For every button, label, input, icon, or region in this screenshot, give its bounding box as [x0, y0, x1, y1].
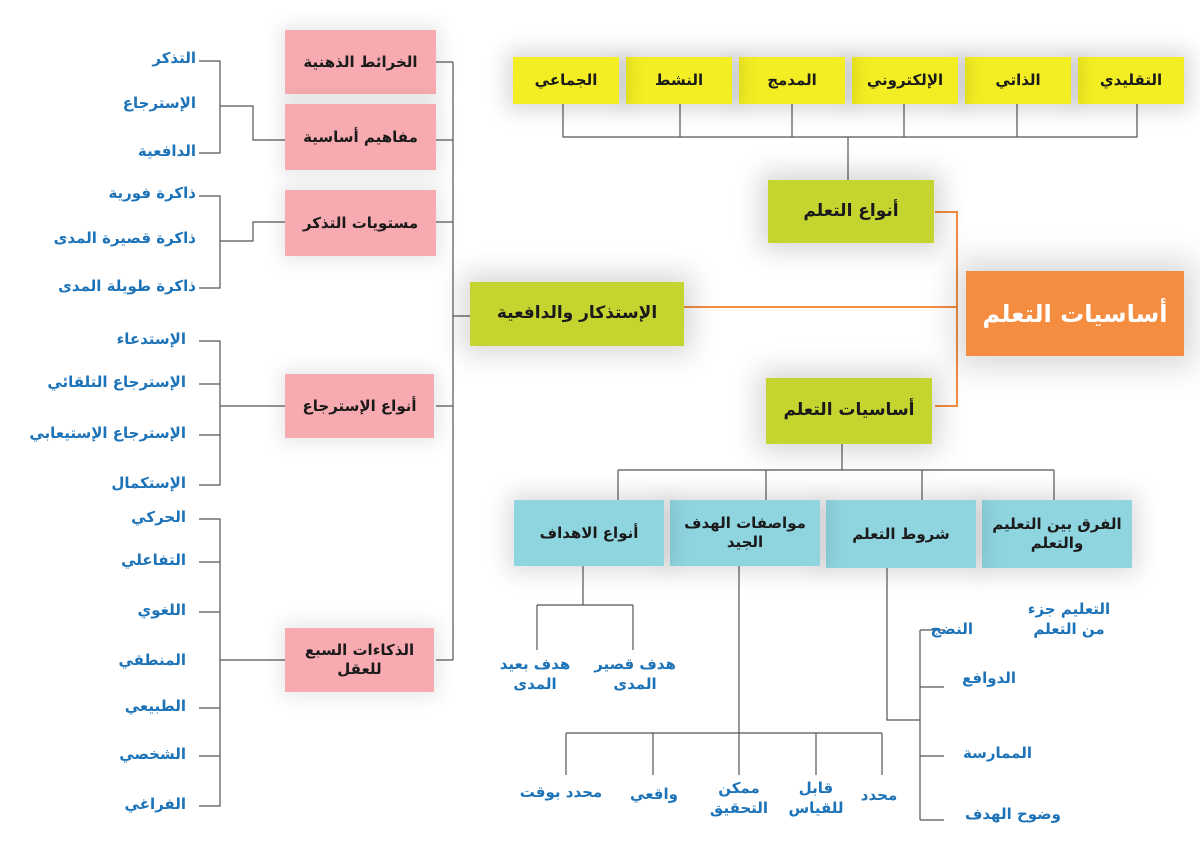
learning-type-node: الجماعي	[513, 57, 619, 104]
retrieval-box: أنواع الإسترجاع	[285, 374, 434, 438]
intelligence-item: الحركي	[131, 508, 186, 526]
learning-type-label: الجماعي	[534, 71, 598, 90]
retrieval-item: الإستكمال	[111, 474, 186, 492]
learning-type-label: الذاتي	[995, 71, 1041, 90]
goal-type-item: هدف بعيد المدى	[499, 655, 571, 693]
intelligence-item: المنطقي	[118, 651, 186, 669]
learning-types-title: أنواع التعلم	[803, 200, 899, 221]
diff-box: الفرق بين التعليم والتعلم	[982, 500, 1132, 568]
concepts-title: مفاهيم أساسية	[303, 127, 418, 146]
good-goal-item: محدد بوقت	[519, 783, 603, 801]
condition-item: وضوح الهدف	[964, 805, 1061, 823]
retrieval-item: الإستدعاء	[116, 330, 186, 348]
concepts-box: مفاهيم أساسية	[285, 104, 436, 170]
learning-type-node: الإلكتروني	[852, 57, 958, 104]
learning-type-node: الذاتي	[965, 57, 1071, 104]
retrieval-title: أنواع الإسترجاع	[302, 396, 417, 415]
goal-types-box: أنواع الاهداف	[514, 500, 664, 566]
memory-levels-title: مستويات التذكر	[302, 213, 419, 232]
learning-type-node: المدمج	[739, 57, 845, 104]
learning-type-node: التقليدي	[1078, 57, 1184, 104]
intelligences-title: الذكاءات السبع للعقل	[304, 641, 415, 678]
memory-levels-box: مستويات التذكر	[285, 190, 436, 256]
goal-type-item: هدف قصير المدى	[594, 655, 676, 693]
mind-maps-title: الخرائط الذهنية	[303, 52, 418, 71]
basics-box: أساسيات التعلم	[766, 378, 932, 444]
good-goal-item: واقعي	[630, 785, 678, 803]
learning-type-node: النشط	[626, 57, 732, 104]
main-title-box: أساسيات التعلم	[966, 271, 1184, 356]
condition-item: الدوافع	[962, 669, 1016, 687]
concept-item: الإسترجاع	[122, 94, 196, 112]
learning-type-label: النشط	[654, 71, 704, 90]
good-goal-box: مواصفات الهدف الجيد	[670, 500, 820, 566]
diff-note: التعليم جزء من التعلم	[1027, 600, 1111, 638]
conditions-box: شروط التعلم	[826, 500, 976, 568]
conditions-title: شروط التعلم	[852, 524, 950, 543]
study-title: الإستذكار والدافعية	[496, 303, 658, 324]
good-goal-item: ممكن التحقيق	[709, 779, 769, 817]
main-title: أساسيات التعلم	[982, 299, 1168, 328]
learning-types-box: أنواع التعلم	[768, 180, 934, 243]
condition-item: الممارسة	[962, 744, 1032, 762]
concept-item: الدافعية	[137, 142, 196, 160]
concept-item: التذكر	[152, 49, 196, 67]
learning-type-label: الإلكتروني	[866, 71, 944, 90]
good-goal-item: محدد	[860, 786, 898, 804]
retrieval-item: الإسترجاع التلقائي	[47, 373, 186, 391]
intelligence-item: الطبيعي	[124, 697, 186, 715]
retrieval-item: الإسترجاع الإستيعابي	[29, 424, 186, 442]
condition-item: النضج	[930, 620, 974, 638]
study-box: الإستذكار والدافعية	[470, 282, 684, 346]
learning-type-label: التقليدي	[1099, 71, 1163, 90]
diff-title: الفرق بين التعليم والتعلم	[992, 515, 1122, 552]
good-goal-title: مواصفات الهدف الجيد	[684, 514, 806, 551]
intelligence-item: التفاعلي	[121, 551, 186, 569]
intelligences-box: الذكاءات السبع للعقل	[285, 628, 434, 692]
memory-level-item: ذاكرة فورية	[108, 184, 196, 202]
goal-types-title: أنواع الاهداف	[539, 523, 639, 542]
memory-level-item: ذاكرة طويلة المدى	[58, 277, 196, 295]
intelligence-item: اللغوي	[137, 601, 186, 619]
mind-maps-box: الخرائط الذهنية	[285, 30, 436, 94]
good-goal-item: قابل للقياس	[788, 779, 844, 817]
memory-level-item: ذاكرة قصيرة المدى	[53, 229, 196, 247]
basics-title: أساسيات التعلم	[783, 400, 915, 421]
intelligence-item: الفراغي	[124, 795, 186, 813]
learning-type-label: المدمج	[767, 71, 817, 90]
intelligence-item: الشخصي	[119, 745, 186, 763]
